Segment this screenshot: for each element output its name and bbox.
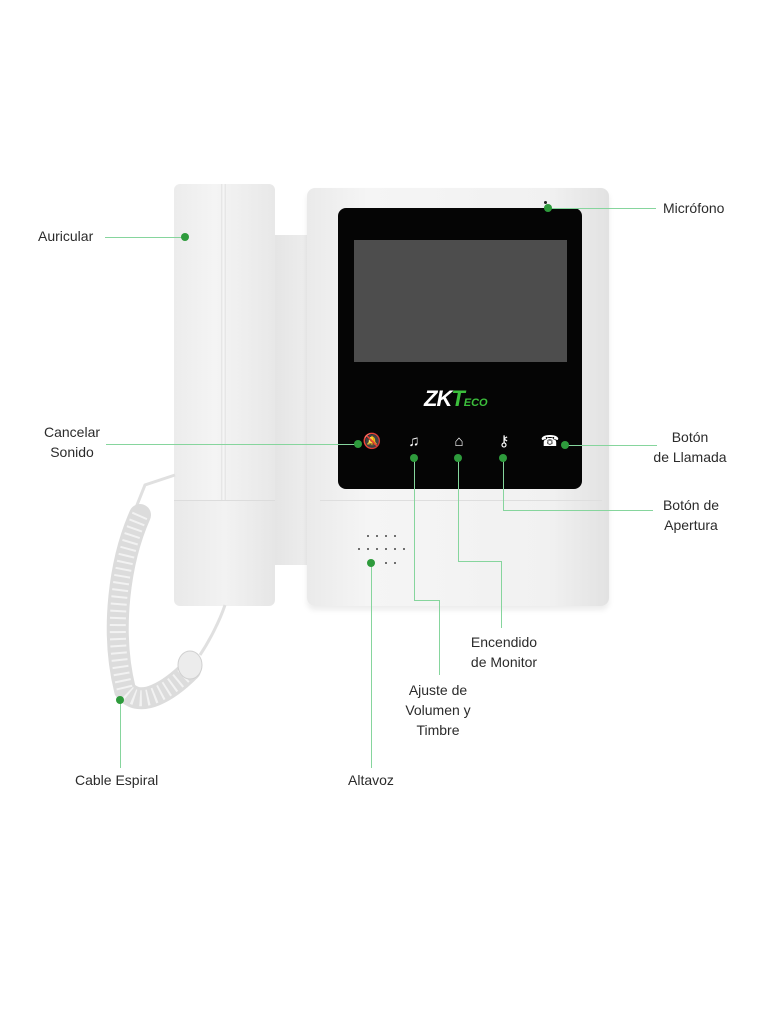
leader-encendido-h	[458, 561, 501, 562]
leader-microfono	[546, 208, 656, 209]
mute-bell-icon[interactable]: 🔕	[362, 433, 382, 450]
phone-call-icon[interactable]: ☎	[540, 433, 560, 450]
coiled-cable	[106, 473, 227, 710]
leader-llamada	[565, 445, 657, 446]
label-altavoz: Altavoz	[348, 772, 394, 788]
handset-cradle	[272, 235, 310, 565]
leader-apertura-h	[503, 510, 653, 511]
monitor-screen	[354, 240, 567, 362]
monitor-power-icon[interactable]: ⌂	[454, 433, 464, 450]
zkteco-logo: ZKTECO	[424, 386, 488, 411]
marker-microfono	[544, 204, 552, 212]
marker-auricular	[181, 233, 189, 241]
keys-icon[interactable]: ⚷	[498, 433, 510, 450]
marker-llamada	[561, 441, 569, 449]
label-cable-espiral: Cable Espiral	[75, 772, 159, 788]
music-note-icon[interactable]: ♫	[408, 433, 420, 450]
monitor-panel-seam	[320, 500, 602, 501]
leader-encendido-v2	[501, 561, 502, 628]
leader-volumen-v1	[414, 458, 415, 601]
marker-apertura	[499, 454, 507, 462]
marker-cancelar	[354, 440, 362, 448]
marker-encendido	[454, 454, 462, 462]
leader-encendido-v1	[458, 458, 459, 562]
microphone-hole	[544, 201, 547, 204]
marker-altavoz	[367, 559, 375, 567]
label-auricular: Auricular	[38, 228, 94, 244]
leader-apertura-v	[503, 458, 504, 511]
leader-volumen-h	[414, 600, 439, 601]
marker-volumen	[410, 454, 418, 462]
leader-cancelar	[106, 444, 358, 445]
leader-altavoz	[371, 563, 372, 768]
leader-cable	[120, 700, 121, 768]
handset-groove	[221, 184, 226, 501]
leader-volumen-v2	[439, 600, 440, 675]
handset-base	[174, 500, 275, 606]
leader-auricular	[105, 237, 185, 238]
marker-cable	[116, 696, 124, 704]
label-microfono: Micrófono	[663, 200, 725, 216]
